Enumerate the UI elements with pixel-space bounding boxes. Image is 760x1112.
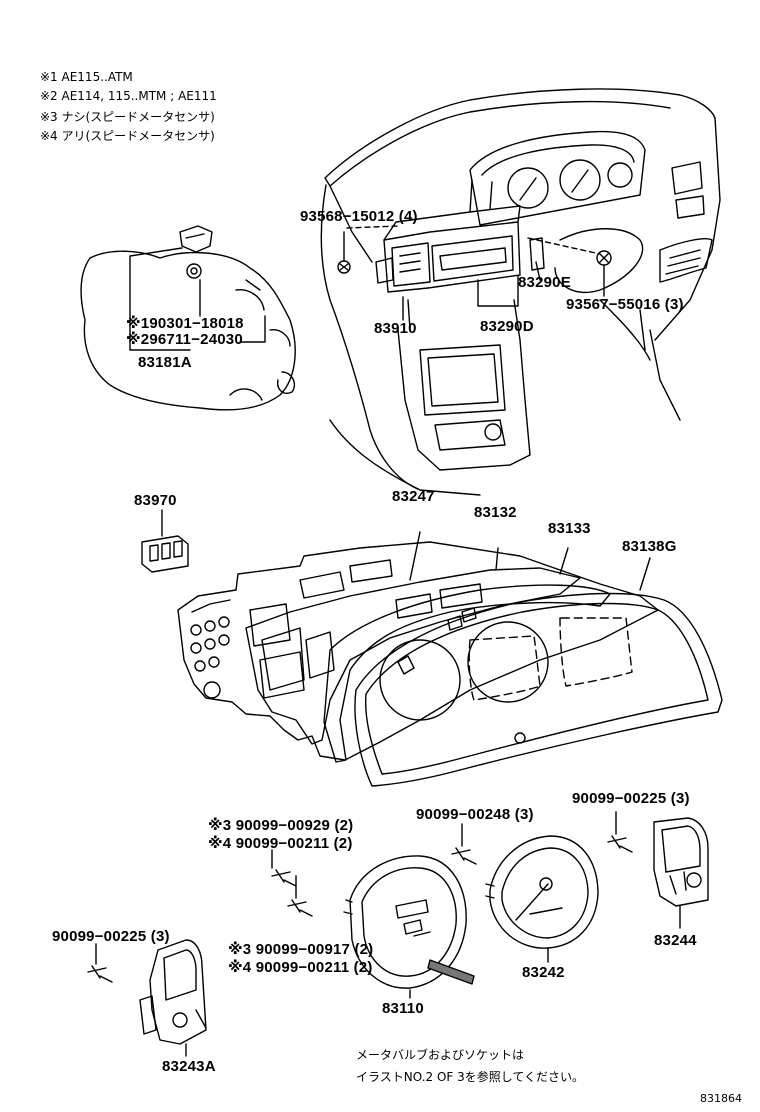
label-900248: 90099−00248 (3) (416, 806, 534, 823)
note-3: ※3 ナシ(スピードメータセンサ) (40, 110, 215, 124)
label-900211a: ※4 90099−00211 (2) (208, 835, 353, 852)
dashboard-illustration (320, 88, 721, 496)
label-83138G: 83138G (622, 538, 677, 555)
diagram-code: 831864 (700, 1092, 742, 1105)
label-900929: ※3 90099−00929 (2) (208, 817, 354, 834)
cluster-case-83247 (177, 531, 659, 761)
label-96711: ※296711−24030 (126, 331, 243, 348)
label-90301: ※190301−18018 (126, 315, 244, 332)
label-83290E: 83290E (518, 274, 571, 291)
label-83910: 83910 (374, 320, 417, 337)
label-83242: 83242 (522, 964, 565, 981)
label-83243A: 83243A (162, 1058, 216, 1075)
label-900211b: ※4 90099−00211 (2) (228, 959, 373, 976)
label-83970: 83970 (134, 492, 177, 509)
glass-83138G (354, 557, 723, 787)
note-2: ※2 AE114, 115..MTM ; AE111 (40, 89, 217, 103)
label-83110: 83110 (382, 1000, 424, 1017)
transmission-illustration (80, 225, 296, 411)
label-83290D: 83290D (480, 318, 534, 335)
label-83132: 83132 (474, 504, 517, 521)
label-83133: 83133 (548, 520, 591, 537)
cluster-board-83132 (245, 547, 581, 745)
label-900917: ※3 90099−00917 (2) (228, 941, 374, 958)
label-900225a: 90099−00225 (3) (572, 790, 690, 807)
screws-cluster (87, 811, 633, 983)
label-93567: 93567−55016 (3) (566, 296, 684, 313)
gauge-83244 (653, 817, 709, 929)
label-83247: 83247 (392, 488, 435, 505)
gauge-83243A (139, 939, 207, 1057)
switch-83970 (141, 509, 189, 573)
label-83244: 83244 (654, 932, 697, 949)
label-93568: 93568−15012 (4) (300, 208, 418, 225)
label-83181A: 83181A (138, 354, 192, 371)
dial-face-83133 (323, 547, 611, 763)
tachometer-83242 (485, 835, 599, 963)
footer-note-line1: メータバルブおよびソケットは (356, 1048, 525, 1062)
note-4: ※4 アリ(スピードメータセンサ) (40, 129, 215, 143)
footer-note-line2: イラストNO.2 OF 3を参照してください。 (356, 1070, 585, 1084)
speedometer-83110 (343, 855, 475, 999)
note-1: ※1 AE115..ATM (40, 70, 133, 84)
label-900225b: 90099−00225 (3) (52, 928, 170, 945)
